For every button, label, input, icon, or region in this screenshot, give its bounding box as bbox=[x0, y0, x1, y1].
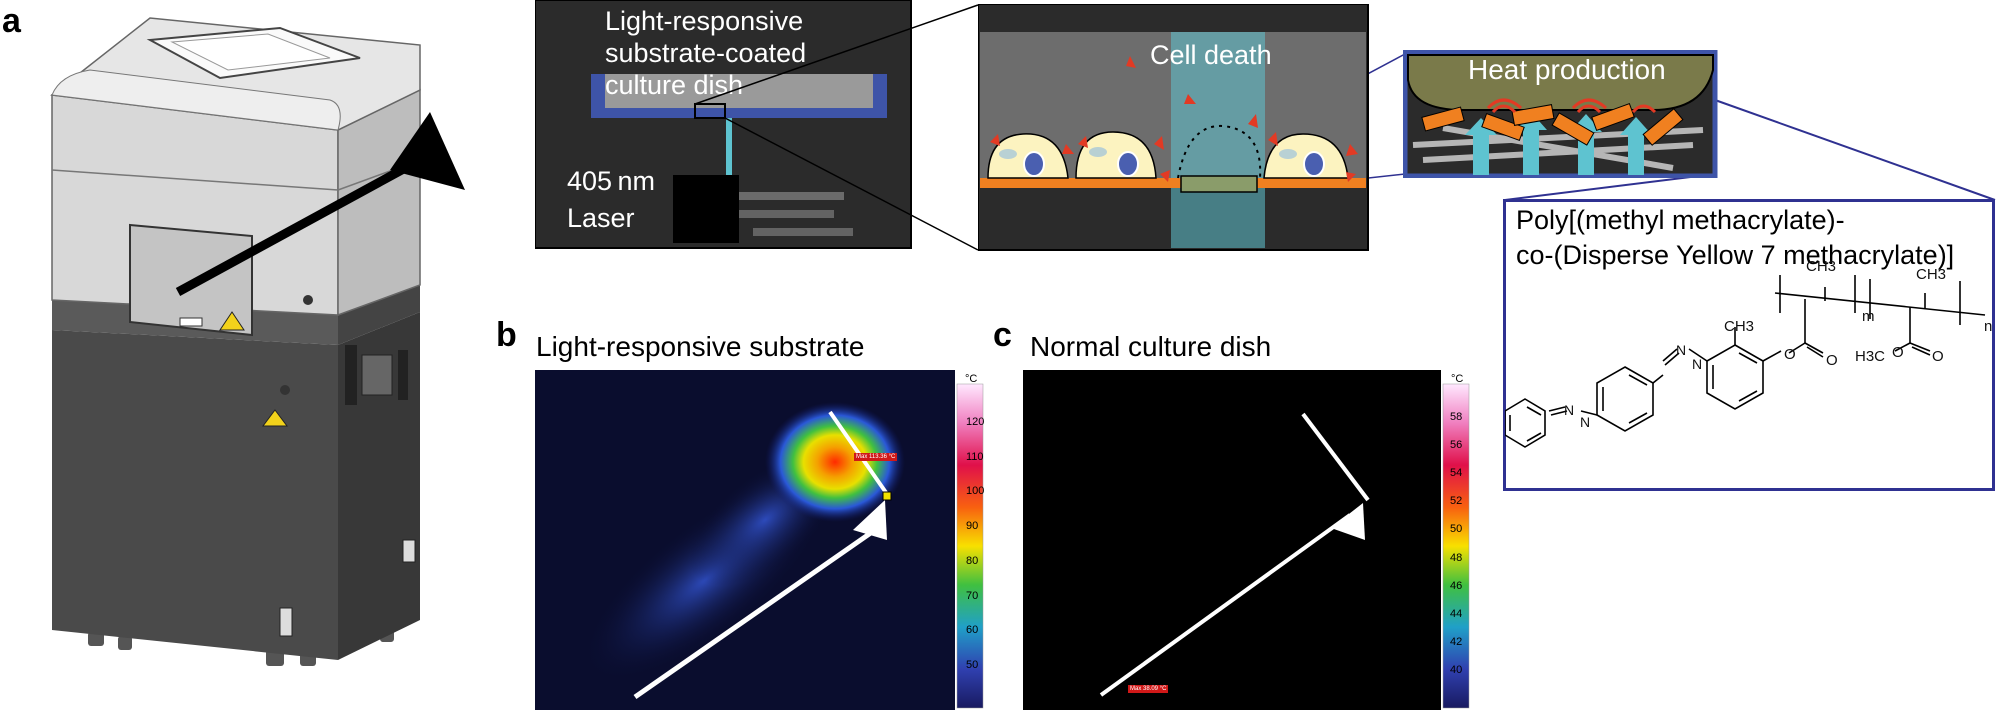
polymer-structure-drawing bbox=[1505, 275, 1986, 448]
thermal-b-unit: °C bbox=[965, 373, 978, 385]
scale-tick-label: 90 bbox=[966, 520, 979, 533]
thermal-c-max-tag: Max 38.09 °C bbox=[1128, 685, 1169, 693]
heat-production-label: Heat production bbox=[1468, 54, 1666, 85]
scale-tick-label: 48 bbox=[1450, 551, 1463, 564]
thermal-image-b bbox=[535, 370, 985, 710]
scale-tick-label: 46 bbox=[1450, 579, 1463, 592]
polymer-name-line1: Poly[(methyl methacrylate)- bbox=[1516, 205, 1845, 235]
ch3-label-3: CH3 bbox=[1724, 318, 1755, 335]
nitrogen-label-1: N bbox=[1676, 342, 1687, 358]
thermal-c-unit: °C bbox=[1451, 373, 1464, 385]
dish-laser-schematic bbox=[535, 0, 912, 249]
laser-label: Laser bbox=[567, 203, 635, 233]
panel-label-a: a bbox=[2, 2, 21, 40]
scale-tick-label: 50 bbox=[1450, 523, 1463, 536]
panel-label-b: b bbox=[496, 316, 517, 354]
polymer-name-line2: co-(Disperse Yellow 7 methacrylate)] bbox=[1516, 240, 1955, 270]
subscript-m: m bbox=[1862, 308, 1875, 325]
scale-tick-label: 58 bbox=[1450, 411, 1463, 423]
polymer-structure-box bbox=[1503, 199, 1995, 491]
scale-tick-label: 40 bbox=[1450, 663, 1463, 676]
nitrogen-label-4: N bbox=[1580, 414, 1591, 430]
oxygen-label-2: O bbox=[1826, 352, 1838, 369]
thermal-b-title: Light-responsive substrate bbox=[536, 331, 865, 362]
cell-death-schematic bbox=[978, 4, 1369, 251]
device-illustration bbox=[50, 17, 465, 666]
oxygen-label-4: O bbox=[1932, 348, 1944, 365]
thermal-b-max-tag: Max 113.36 °C bbox=[854, 453, 898, 461]
scale-tick-label: 52 bbox=[1450, 495, 1463, 508]
scale-tick-label: 60 bbox=[966, 624, 979, 637]
oxygen-label-3: O bbox=[1892, 344, 1904, 361]
scale-tick-label: 44 bbox=[1450, 607, 1463, 620]
thermal-image-c bbox=[1023, 370, 1473, 710]
scale-tick-label: 110 bbox=[966, 450, 984, 463]
nitrogen-label-3: N bbox=[1564, 402, 1575, 418]
cell-death-label: Cell death bbox=[1150, 40, 1272, 70]
laser-wavelength-label: 405 nm bbox=[567, 166, 655, 196]
h3c-label: H3C bbox=[1855, 348, 1886, 365]
subscript-n: n bbox=[1984, 318, 1993, 335]
scale-tick-label: 56 bbox=[1450, 439, 1463, 452]
heat-production-schematic bbox=[1403, 50, 1718, 178]
scale-tick-label: 70 bbox=[966, 589, 979, 602]
scale-tick-label: 42 bbox=[1450, 635, 1463, 648]
panel-label-c: c bbox=[993, 316, 1012, 354]
scale-tick-label: 50 bbox=[966, 658, 979, 671]
dish-label-line2: substrate-coated bbox=[605, 38, 807, 68]
ch3-label-2: CH3 bbox=[1916, 266, 1947, 283]
oxygen-label-1: O bbox=[1784, 346, 1796, 363]
scale-tick-label: 54 bbox=[1450, 467, 1463, 480]
thermal-c-title: Normal culture dish bbox=[1030, 331, 1272, 362]
scale-tick-label: 120 bbox=[966, 416, 985, 428]
dish-label-line1: Light-responsive bbox=[605, 6, 804, 36]
scale-tick-label: 100 bbox=[966, 485, 985, 498]
scale-tick-label: 80 bbox=[966, 554, 979, 567]
nitrogen-label-2: N bbox=[1692, 356, 1703, 372]
ch3-label-1: CH3 bbox=[1806, 258, 1837, 275]
